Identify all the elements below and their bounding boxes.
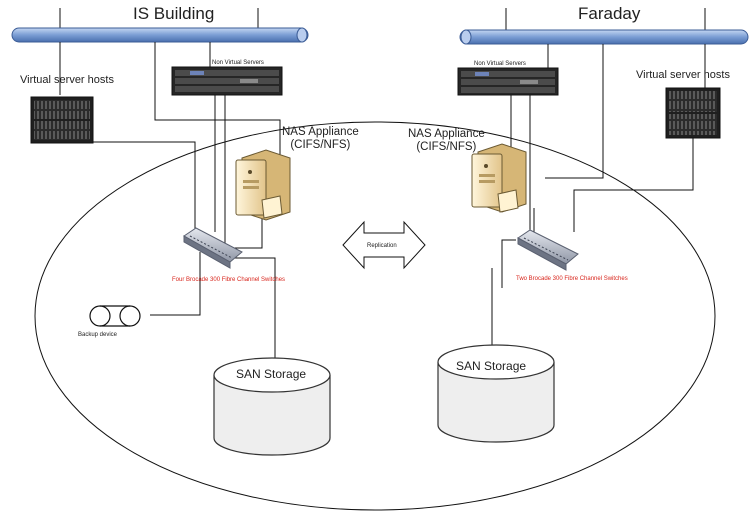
replication-arrow-icon — [342, 220, 426, 270]
right-san-storage-icon — [437, 344, 555, 443]
right-virtual-hosts-label: Virtual server hosts — [636, 69, 730, 81]
right-fc-switch-icon — [517, 229, 579, 271]
right-nas-label-line2: (CIFS/NFS) — [416, 141, 477, 153]
left-non-virtual-server-icon — [171, 66, 283, 96]
right-connections — [491, 44, 706, 345]
right-nas-server-icon — [471, 143, 527, 213]
storage-network-boundary — [34, 121, 716, 511]
backup-device-label: Backup device — [78, 332, 118, 338]
right-switches-label: Two Brocade 300 Fibre Channel Switches — [516, 276, 628, 282]
left-nas-label-line1: NAS Appliance — [282, 126, 359, 138]
left-connections — [59, 42, 281, 358]
left-virtual-hosts-label: Virtual server hosts — [20, 74, 114, 86]
left-san-label: SAN Storage — [236, 367, 307, 381]
right-non-virtual-server-icon — [457, 67, 559, 96]
tape-backup-icon — [89, 305, 141, 327]
right-virtual-host-rack-icon — [665, 87, 721, 139]
left-non-virtual-label: Non Virtual Servers — [212, 60, 264, 66]
right-building-title: Faraday — [578, 4, 641, 23]
right-nas-label-line1: NAS Appliance — [408, 128, 485, 140]
replication-label: Replication — [367, 243, 397, 249]
left-nas-label: NAS Appliance (CIFS/NFS) — [282, 126, 359, 152]
left-virtual-host-rack-icon — [30, 96, 94, 144]
right-non-virtual-label: Non Virtual Servers — [474, 61, 526, 67]
right-san-label: SAN Storage — [456, 359, 527, 373]
left-fc-switch-icon — [183, 227, 243, 269]
left-nas-label-line2: (CIFS/NFS) — [290, 139, 351, 151]
left-network-bus-icon — [11, 27, 309, 43]
left-san-storage-icon — [213, 357, 331, 456]
right-network-bus-icon — [459, 29, 749, 45]
right-nas-label: NAS Appliance (CIFS/NFS) — [408, 128, 485, 154]
right-bus-drops — [505, 8, 706, 32]
left-nas-server-icon — [235, 149, 291, 221]
left-switches-label: Four Brocade 300 Fibre Channel Switches — [172, 277, 286, 283]
left-building-title: IS Building — [133, 4, 215, 23]
